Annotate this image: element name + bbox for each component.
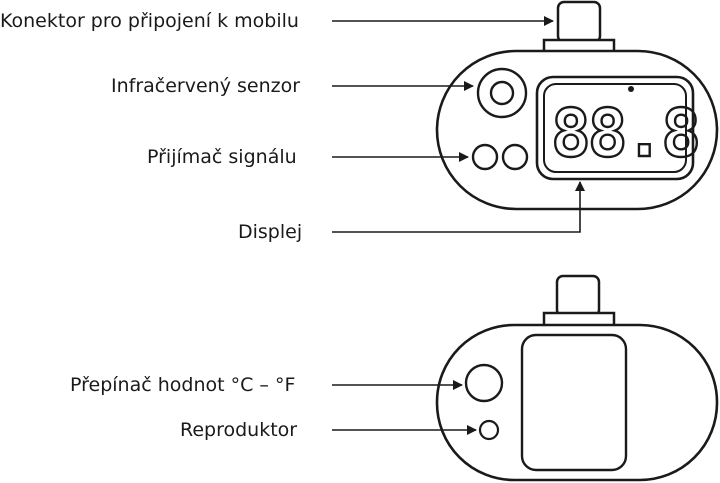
display-screen [543, 83, 687, 173]
display-readout: 88.8 [551, 95, 698, 172]
back-panel [520, 333, 628, 472]
leader-lines [332, 16, 585, 435]
connector-plug [556, 0, 602, 44]
ir-sensor-inner [489, 80, 515, 106]
receiver-right [501, 143, 529, 171]
receiver-left [471, 143, 499, 171]
unit-switch-button [464, 363, 504, 403]
device-front: 88.8 [435, 0, 719, 211]
leader-display [332, 181, 585, 233]
labels: Konektor pro připojení k mobilu Infračer… [0, 10, 302, 441]
label-connector: Konektor pro připojení k mobilu [0, 10, 299, 32]
label-speaker: Reproduktor [180, 419, 297, 441]
label-receiver: Přijímač signálu [147, 146, 297, 168]
label-display: Displej [238, 221, 302, 243]
display-indicator-dot [628, 86, 634, 92]
label-ir-sensor: Infračervený senzor [111, 75, 300, 97]
device-back [435, 274, 719, 482]
label-unit-switch: Přepínač hodnot °C – °F [70, 374, 295, 396]
speaker-hole [478, 419, 500, 441]
connector-plug-back [555, 274, 601, 318]
